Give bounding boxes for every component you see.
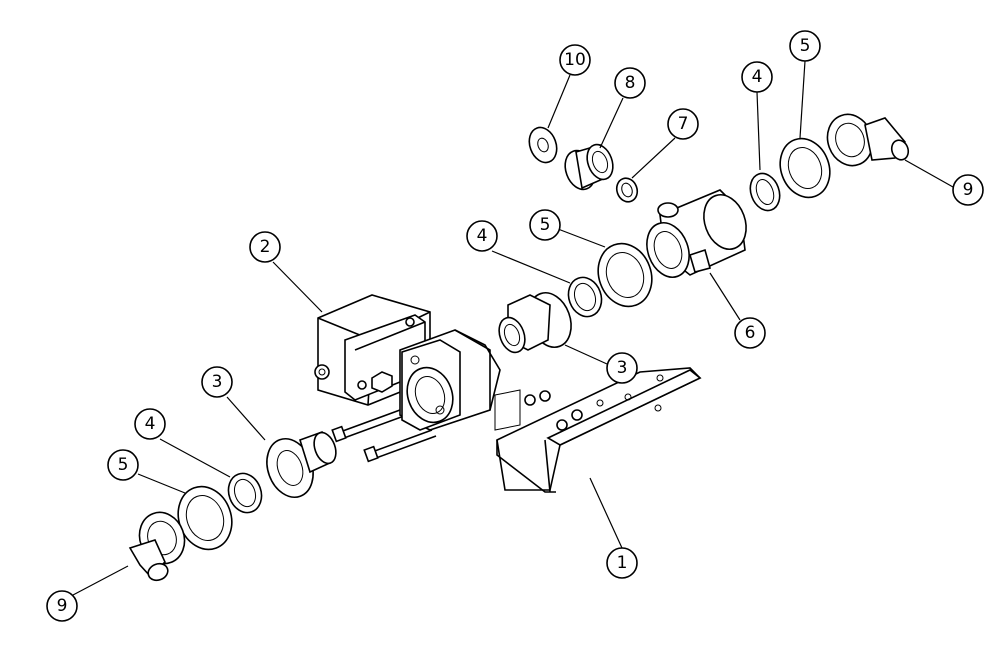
- callout-4-left-label: 4: [145, 414, 156, 434]
- tee-body-part: [646, 189, 747, 278]
- coupling-nut-parts: [177, 137, 831, 551]
- elbow-hose-barb-left-part: [128, 511, 186, 582]
- threaded-fitting-left-part: [266, 430, 337, 498]
- callout-7: 7: [631, 108, 699, 179]
- callout-3-left-label: 3: [212, 372, 223, 392]
- callout-3-right-label: 3: [617, 358, 628, 378]
- callout-5-left-label: 5: [118, 455, 129, 475]
- callout-2-label: 2: [260, 237, 271, 257]
- callout-2: 2: [249, 231, 323, 313]
- callout-9-right: 9: [904, 159, 984, 206]
- bolts-and-nuts: [331, 390, 583, 463]
- callout-4-right-label: 4: [752, 67, 763, 87]
- callout-10-label: 10: [564, 50, 586, 70]
- callout-7-label: 7: [678, 114, 689, 134]
- callout-6-label: 6: [745, 323, 756, 343]
- callout-3-left: 3: [201, 366, 266, 441]
- washer-small-part: [615, 177, 639, 203]
- plug-disc-part: [528, 126, 558, 164]
- threaded-fitting-right-part: [498, 292, 572, 354]
- elbow-hose-barb-right-part: [826, 113, 910, 167]
- callout-5-right-label: 5: [800, 36, 811, 56]
- callout-8: 8: [599, 67, 646, 149]
- callout-6: 6: [709, 272, 766, 349]
- bushing-part: [564, 143, 614, 191]
- callout-3-right: 3: [564, 344, 638, 384]
- callout-4-mid: 4: [466, 220, 571, 284]
- callout-9-right-label: 9: [963, 180, 974, 200]
- callout-9-left: 9: [46, 565, 129, 622]
- o-ring-parts: [227, 172, 781, 514]
- callout-10: 10: [547, 44, 591, 129]
- callout-4-left: 4: [134, 408, 231, 478]
- callout-5-left: 5: [107, 449, 186, 494]
- mounting-bracket-part: [494, 367, 702, 493]
- callout-8-label: 8: [625, 73, 636, 93]
- valve-body-part: [399, 329, 501, 431]
- callout-5-mid-label: 5: [540, 215, 551, 235]
- callout-5-right: 5: [789, 30, 821, 139]
- callout-5-mid: 5: [529, 209, 606, 248]
- callout-4-mid-label: 4: [477, 226, 488, 246]
- callout-9-left-label: 9: [57, 596, 68, 616]
- callout-1-label: 1: [617, 553, 628, 573]
- callout-1: 1: [589, 477, 638, 579]
- callout-4-right: 4: [741, 61, 773, 171]
